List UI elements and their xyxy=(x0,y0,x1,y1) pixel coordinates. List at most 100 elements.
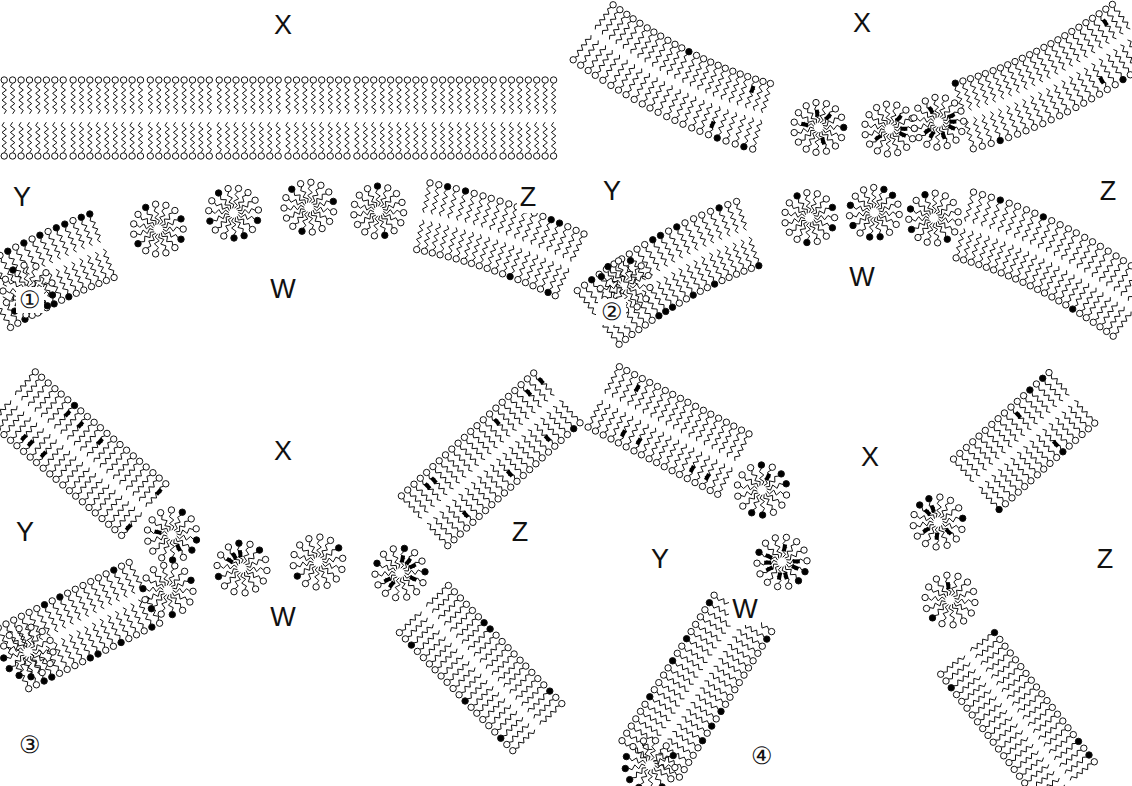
lipid-head xyxy=(180,554,186,560)
lipid-head xyxy=(645,272,651,278)
lipid-head xyxy=(669,658,675,664)
lipid-tail xyxy=(775,541,782,557)
lipid-head xyxy=(429,250,435,256)
lipid-tail xyxy=(235,217,243,232)
lipid-head xyxy=(235,185,241,191)
lipid-head xyxy=(60,77,66,83)
lipid-head xyxy=(47,660,53,666)
lipid-head xyxy=(548,217,554,223)
lipid-tail xyxy=(1000,421,1018,441)
lipid-head xyxy=(915,105,921,111)
lipid-head xyxy=(752,76,758,82)
lipid-tail xyxy=(402,612,422,631)
lipid-tail xyxy=(613,412,626,436)
lipid-head xyxy=(749,510,755,516)
lipid-tail xyxy=(955,599,972,604)
lipid-head xyxy=(638,263,644,269)
lipid-tail xyxy=(297,556,313,561)
lipid-head xyxy=(896,211,902,217)
lipid-head xyxy=(87,77,93,83)
lipid-head xyxy=(660,672,666,678)
lipid-tail xyxy=(15,623,28,647)
lipid-head xyxy=(1027,387,1033,393)
lipid-head xyxy=(934,144,940,150)
lipid-head xyxy=(581,282,587,288)
lipid-tail xyxy=(432,83,436,114)
lipid-head xyxy=(684,475,690,481)
lipid-head xyxy=(617,7,623,13)
lipid-head xyxy=(746,431,752,437)
lipid-tail xyxy=(551,122,555,153)
label-marker xyxy=(925,510,930,515)
lipid-tail xyxy=(510,675,530,694)
lipid-head xyxy=(955,219,961,225)
lipid-head xyxy=(1005,134,1011,140)
lipid-head xyxy=(87,153,93,159)
lipid-head xyxy=(118,563,124,569)
lipid-head xyxy=(1001,410,1007,416)
lipid-tail xyxy=(241,573,247,590)
lipid-head xyxy=(439,153,445,159)
lipid-head xyxy=(21,240,27,246)
lipid-tail xyxy=(379,216,386,232)
lipid-head xyxy=(1089,15,1095,21)
lipid-tail xyxy=(451,613,471,632)
label-marker xyxy=(1053,441,1058,446)
lipid-head xyxy=(770,509,776,515)
lipid-tail xyxy=(933,223,939,240)
lipid-head xyxy=(663,308,669,314)
lipid-tail xyxy=(1088,25,1103,48)
lipid-head xyxy=(399,199,405,205)
lipid-head xyxy=(233,153,239,159)
lipid-head xyxy=(558,437,564,443)
lipid-head xyxy=(198,77,204,83)
lipid-head xyxy=(413,77,419,83)
lipid-head xyxy=(679,643,685,649)
lipid-head xyxy=(0,288,6,294)
lipid-head xyxy=(942,95,948,101)
lipid-head xyxy=(482,77,488,83)
lipid-tail xyxy=(678,230,691,254)
lipid-head xyxy=(474,423,480,429)
lipid-tail xyxy=(416,487,435,507)
lipid-tail xyxy=(45,445,63,466)
lipid-head xyxy=(327,153,333,159)
lipid-tail xyxy=(167,595,173,612)
lipid-head xyxy=(1,643,7,649)
lipid-tail xyxy=(165,122,169,153)
lipid-head xyxy=(894,102,900,108)
lipid-head xyxy=(382,590,388,596)
lipid-tail xyxy=(177,535,194,540)
lipid-tail xyxy=(88,122,92,153)
lipid-tail xyxy=(355,122,359,153)
lipid-tail xyxy=(491,705,511,724)
lipid-head xyxy=(747,465,753,471)
lipid-head xyxy=(665,37,671,43)
lipid-head xyxy=(95,575,101,581)
lipid-head xyxy=(738,427,744,433)
lipid-tail xyxy=(737,205,747,231)
lipid-head xyxy=(951,100,957,106)
lipid-tail xyxy=(32,275,44,287)
lipid-tail xyxy=(65,227,76,252)
lipid-tail xyxy=(814,208,830,216)
lipid-tail xyxy=(823,118,839,126)
lipid-head xyxy=(1040,214,1046,220)
lipid-tail xyxy=(625,264,630,281)
lipid-head xyxy=(414,648,420,654)
lipid-tail xyxy=(964,231,973,257)
lipid-head xyxy=(976,261,982,267)
lipid-head xyxy=(873,104,879,110)
lipid-head xyxy=(189,153,195,159)
lipid-tail xyxy=(540,706,560,725)
lipid-head xyxy=(252,586,258,592)
lipid-head xyxy=(997,137,1003,143)
lipid-head xyxy=(699,483,705,489)
lipid-tail xyxy=(704,681,727,696)
lipid-head xyxy=(339,566,345,572)
label-marker xyxy=(897,116,902,121)
lipid-tail xyxy=(172,592,187,600)
lipid-head xyxy=(120,153,126,159)
lipid-head xyxy=(647,379,653,385)
lipid-head xyxy=(960,618,966,624)
